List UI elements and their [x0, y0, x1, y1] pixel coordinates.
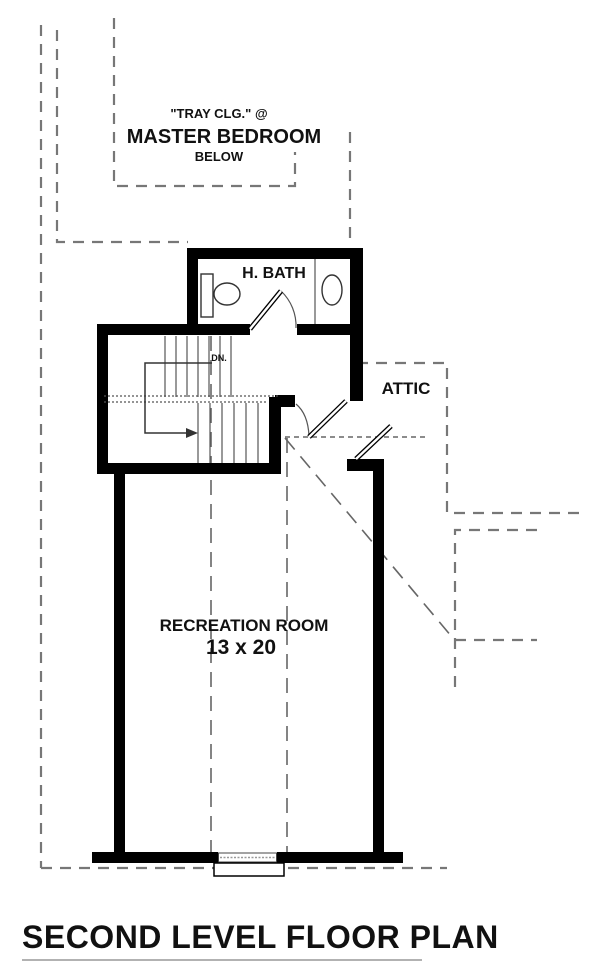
stair-treads-upper-run [164, 336, 232, 397]
stair-direction-arrow [186, 428, 198, 438]
recreation-right-wall [373, 459, 384, 863]
bath-door-swing-arc [280, 290, 297, 329]
recreation-bottom-wall-left [92, 852, 218, 863]
bath-left-wall [187, 248, 198, 335]
label-bath: H. BATH [242, 265, 306, 282]
bath-bottom-wall-left [97, 324, 250, 335]
stair-treads-lower-run [197, 403, 259, 463]
page-title: SECOND LEVEL FLOOR PLAN [22, 919, 499, 955]
attic-step-wall [347, 459, 384, 471]
label-stairs-down: DN. [211, 353, 227, 363]
master-bedroom-dashed-outline [112, 18, 297, 188]
stair-bottom-wall [97, 463, 281, 474]
window-frame [218, 852, 277, 863]
attic-door-leaf-left [307, 399, 348, 439]
attic-dashed-outline [357, 361, 587, 515]
label-tray-ceiling: "TRAY CLG." @ [170, 106, 267, 121]
label-recreation-size: 13 x 20 [206, 636, 276, 659]
dashed-boundary-lines [39, 18, 587, 870]
recreation-left-wall [114, 474, 125, 863]
ceiling-slope-dashed-diagonal [284, 437, 453, 638]
staircase [104, 336, 278, 463]
window-sill [213, 862, 285, 877]
bath-top-wall [187, 248, 363, 259]
stair-walk-line [144, 362, 212, 438]
label-master-bedroom: MASTER BEDROOM [127, 126, 321, 148]
label-below: BELOW [195, 149, 244, 164]
stair-left-wall [97, 324, 108, 474]
toilet-bowl-icon [213, 282, 241, 306]
window [213, 852, 285, 877]
recreation-bottom-wall-right [277, 852, 403, 863]
bath-bottom-wall-right [297, 324, 363, 335]
sink-icon [321, 274, 343, 306]
interior-dashed-lines [210, 336, 453, 852]
label-attic: ATTIC [382, 379, 431, 398]
toilet-tank-icon [200, 273, 214, 318]
bath-door-leaf [248, 289, 283, 331]
label-recreation-room: RECREATION ROOM [160, 616, 329, 635]
walls [92, 248, 403, 863]
hall-door-swing-arc [295, 403, 310, 437]
bath-fixtures [200, 259, 343, 324]
attic-door-leaf-right [354, 424, 393, 461]
inner-dashed-left-corner [55, 30, 188, 244]
doors [248, 289, 393, 461]
roof-dashed-outline-1 [453, 528, 537, 688]
hall-wall-stub [275, 395, 295, 407]
stair-landing-lines [104, 395, 278, 403]
stair-right-wall [269, 397, 281, 474]
